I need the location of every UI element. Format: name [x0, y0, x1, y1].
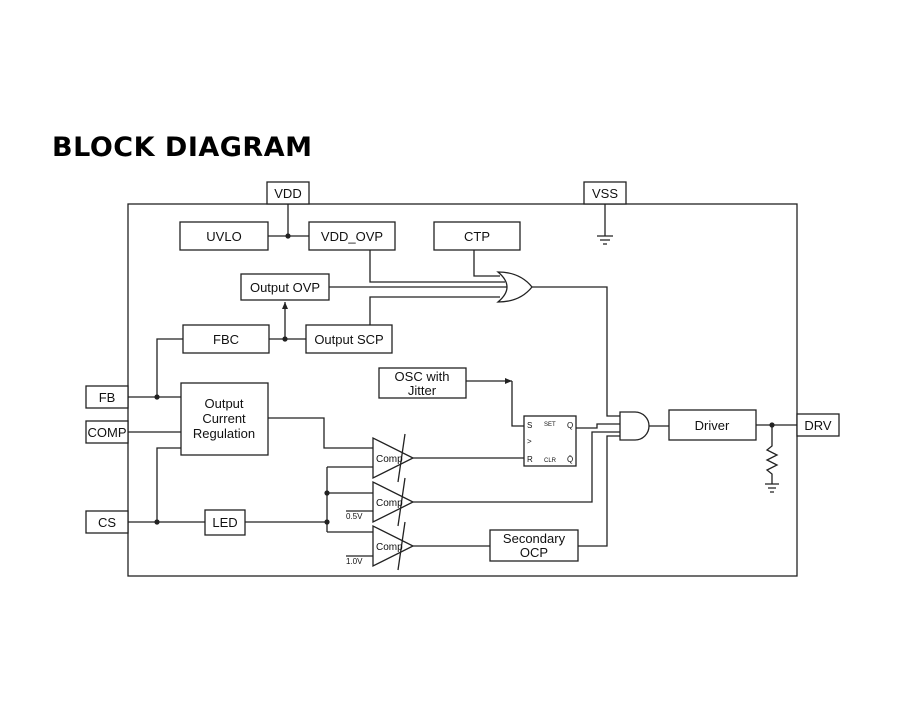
ocr-line2: Current — [202, 411, 246, 426]
comp3-label: Comp — [376, 542, 403, 553]
socp-line1: Secondary — [503, 531, 566, 546]
output-current-regulation-block: Output Current Regulation — [180, 382, 269, 456]
ff-s-label: S — [527, 421, 532, 430]
ff-qbar-label: Q̄ — [567, 455, 573, 464]
wires — [128, 204, 797, 557]
ocr-line3: Regulation — [193, 426, 255, 441]
pin-comp-label: COMP — [88, 425, 127, 440]
osc-jitter-block: OSC with Jitter — [378, 367, 467, 399]
pin-cs-label: CS — [98, 515, 116, 530]
output-scp-block: Output SCP — [305, 324, 393, 354]
osc-line1: OSC with — [395, 369, 450, 384]
led-label: LED — [212, 515, 237, 530]
pin-vss-label: VSS — [592, 186, 618, 201]
secondary-ocp-block: Secondary OCP — [489, 529, 579, 562]
sr-flipflop: S > R SET CLR Q Q̄ — [523, 415, 577, 467]
output-ovp-label: Output OVP — [250, 280, 320, 295]
fbc-block: FBC — [182, 324, 270, 354]
pin-fb-label: FB — [99, 390, 116, 405]
ff-clr-label: CLR — [544, 458, 557, 464]
led-block: LED — [204, 509, 246, 536]
uvlo-label: UVLO — [206, 229, 241, 244]
ctp-block: CTP — [433, 221, 521, 251]
ff-clk-label: > — [527, 437, 532, 446]
ctp-label: CTP — [464, 229, 490, 244]
ff-set-label: SET — [544, 422, 556, 428]
ocr-line1: Output — [204, 396, 243, 411]
pin-vdd: VDD — [266, 181, 310, 205]
junction-dots — [154, 233, 775, 525]
comparator-2: Comp 0.5V — [346, 477, 415, 527]
pin-fb: FB — [85, 385, 129, 409]
comparator-1: Comp — [372, 433, 415, 483]
ff-q-label: Q — [567, 421, 573, 430]
pin-cs: CS — [85, 510, 129, 534]
pin-vss: VSS — [583, 181, 627, 205]
pin-drv-label: DRV — [804, 418, 832, 433]
pin-drv: DRV — [796, 413, 840, 437]
output-ovp-block: Output OVP — [240, 273, 330, 301]
comp1-label: Comp — [376, 454, 403, 465]
driver-block: Driver — [668, 409, 757, 441]
comparator-3: Comp 1.0V — [346, 521, 415, 571]
comp2-label: Comp — [376, 498, 403, 509]
ff-r-label: R — [527, 455, 533, 464]
driver-label: Driver — [695, 418, 730, 433]
vdd-ovp-block: VDD_OVP — [308, 221, 396, 251]
and-gate — [619, 411, 650, 441]
comp2-ref-label: 0.5V — [346, 512, 363, 521]
socp-line2: OCP — [520, 545, 548, 560]
osc-line2: Jitter — [408, 383, 437, 398]
vdd-ovp-label: VDD_OVP — [321, 229, 383, 244]
pin-vdd-label: VDD — [274, 186, 301, 201]
comp3-ref-label: 1.0V — [346, 557, 363, 566]
pin-comp: COMP — [85, 420, 129, 444]
page-title: BLOCK DIAGRAM — [52, 132, 313, 163]
uvlo-block: UVLO — [179, 221, 269, 251]
fbc-label: FBC — [213, 332, 239, 347]
output-scp-label: Output SCP — [314, 332, 383, 347]
